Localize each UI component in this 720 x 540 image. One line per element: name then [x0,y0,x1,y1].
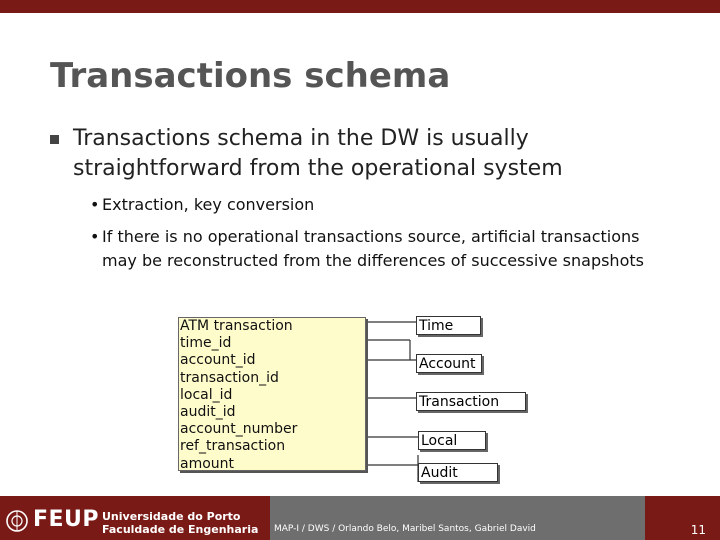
page-number: 11 [690,523,706,537]
fact-field: account_id [180,352,256,369]
footer-page-area: 11 [645,496,720,540]
dimension-time: Time [416,316,481,335]
fact-field: ref_transaction [180,438,286,455]
top-accent-bar [0,0,720,13]
dimension-transaction: Transaction [416,392,526,411]
fact-field: amount [180,455,235,472]
footer-university: Universidade do Porto [102,510,241,523]
bullet-dot-icon: • [90,227,100,246]
footer-logo-area: FEUP Universidade do Porto Faculdade de … [0,496,270,540]
dimension-local: Local [418,431,486,450]
footer-faculty: Faculdade de Engenharia [102,523,259,536]
sub-bullet-1-text: Extraction, key conversion [102,195,315,214]
dimension-audit: Audit [418,463,498,482]
sub-bullet-2: • If there is no operational transaction… [90,225,650,273]
fact-field: account_number [180,421,298,438]
fact-table-atm-transaction: ATM transaction time_id account_id trans… [178,317,366,472]
bullet-dot-icon: • [90,195,100,214]
sub-bullet-1: • Extraction, key conversion [90,193,650,217]
footer-logo-text: FEUP [33,507,100,532]
bullet-square-icon [50,135,59,144]
fact-field: audit_id [180,404,236,421]
fact-table-name: ATM transaction [180,318,293,334]
footer-credit: MAP-I / DWS / Orlando Belo, Maribel Sant… [274,524,536,534]
footer-bar: FEUP Universidade do Porto Faculdade de … [0,496,720,540]
fact-field: transaction_id [180,369,279,386]
fact-field: local_id [180,386,233,403]
slide-title: Transactions schema [50,56,451,96]
dimension-account: Account [416,354,482,373]
footer-credit-area [270,496,645,540]
feup-emblem-icon [6,510,28,532]
fact-field: time_id [180,335,232,352]
sub-bullet-2-text: If there is no operational transactions … [102,227,644,270]
main-bullet-text: Transactions schema in the DW is usually… [73,126,563,181]
